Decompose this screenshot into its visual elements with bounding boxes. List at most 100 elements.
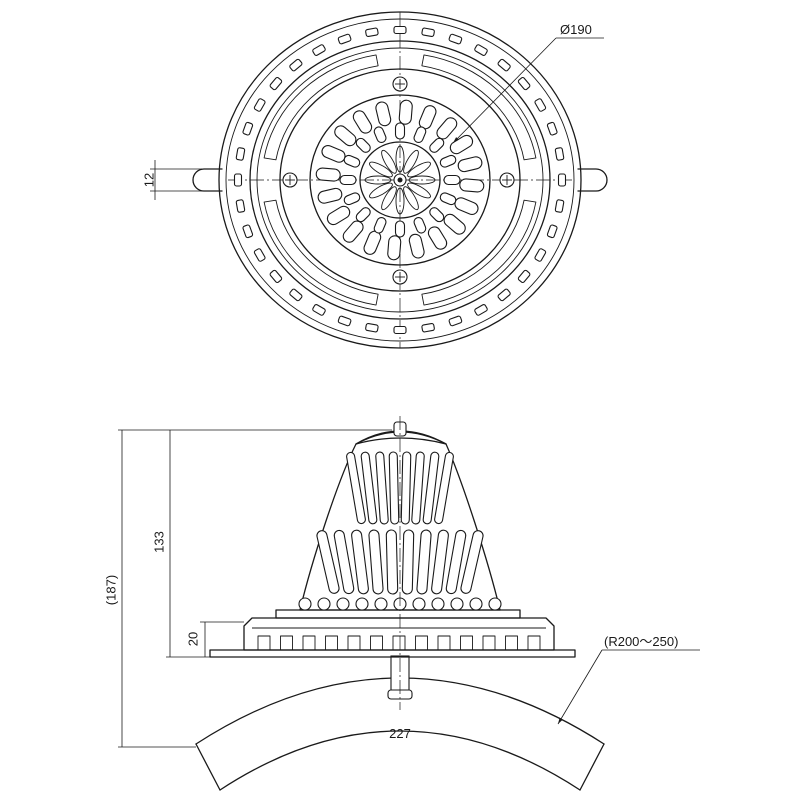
plan-dome-rib-outer bbox=[334, 125, 357, 147]
side-view: (187) 133 20 227 (R200～250) bbox=[103, 416, 700, 791]
plan-cap-petal bbox=[407, 182, 431, 199]
side-dome-slot bbox=[400, 451, 412, 525]
plan-cap-petal bbox=[408, 175, 436, 185]
radius-label: (R200～250) bbox=[604, 634, 678, 649]
side-flange-tooth bbox=[347, 635, 361, 650]
plan-right-tab bbox=[577, 168, 608, 192]
plan-ring-tooth bbox=[517, 269, 531, 283]
side-dome-slot bbox=[401, 529, 415, 595]
plan-dome-rib-inner bbox=[339, 174, 357, 186]
side-dome-slot bbox=[333, 529, 355, 595]
side-dome-knob bbox=[450, 597, 464, 611]
plan-dome-rib-outer bbox=[459, 178, 485, 193]
plan-screw-right bbox=[499, 172, 515, 188]
plan-tooth-ring bbox=[233, 25, 567, 335]
plan-dome-rib-inner bbox=[343, 154, 361, 168]
side-dome-slot bbox=[368, 529, 384, 595]
plan-dome-rib-inner bbox=[439, 154, 457, 168]
side-dome-knob bbox=[469, 597, 483, 611]
plan-ring-tooth bbox=[546, 224, 558, 239]
side-dome-slots-lower bbox=[316, 529, 484, 595]
side-dome-slot bbox=[360, 451, 378, 525]
side-dome-slot bbox=[422, 451, 440, 525]
side-dome-knob bbox=[488, 597, 502, 611]
plan-ring-tooth bbox=[365, 322, 379, 333]
side-dome-knob bbox=[374, 597, 388, 611]
side-flange-tooth bbox=[257, 635, 271, 650]
plan-view: Ø190 12 bbox=[141, 11, 608, 349]
plan-dome-rib-outer bbox=[454, 197, 479, 215]
side-flange-tooth bbox=[280, 635, 293, 650]
plan-ring-tooth bbox=[534, 98, 547, 112]
plan-dome-rib-outer bbox=[317, 187, 343, 204]
side-flange-tooth bbox=[437, 635, 451, 650]
plan-ring-tooth bbox=[242, 224, 254, 239]
plan-cap-petal bbox=[369, 161, 393, 178]
side-dome-knob bbox=[431, 597, 445, 611]
plan-ring-tooth bbox=[517, 77, 531, 91]
plan-ring-tooth bbox=[253, 98, 266, 112]
plan-dome-rib-outer bbox=[315, 167, 341, 182]
side-dome-slot bbox=[416, 529, 432, 595]
plan-dome-rib-inner bbox=[439, 192, 457, 206]
plan-dome-outline bbox=[309, 94, 491, 266]
plan-dome-rib-inner bbox=[343, 192, 361, 206]
plan-dome-rib-inner bbox=[443, 174, 461, 186]
plan-dome-rib-outer bbox=[408, 233, 425, 259]
flange-width-label: 12 bbox=[141, 173, 156, 187]
side-dome-knob bbox=[317, 597, 331, 611]
plan-inner-rim-2 bbox=[256, 47, 544, 313]
plan-ring-tooth bbox=[337, 315, 352, 327]
side-dome-knob bbox=[298, 597, 312, 611]
plan-dome-rib-outer bbox=[443, 213, 466, 235]
plan-ring-tooth bbox=[253, 248, 266, 262]
plan-ring-tooth bbox=[421, 322, 435, 333]
plan-screw-top bbox=[392, 76, 408, 92]
plan-ring-slot bbox=[421, 199, 537, 306]
plan-ring-slot bbox=[263, 199, 379, 306]
side-dome-base-knobs bbox=[298, 597, 502, 611]
plan-dome-rib-inner bbox=[355, 207, 371, 223]
plan-ring-tooth bbox=[474, 304, 488, 316]
plan-dome-rib-outer bbox=[375, 101, 392, 127]
plan-dome-rib-inner bbox=[413, 126, 427, 144]
plan-ring-tooth bbox=[448, 315, 463, 327]
diameter-leader-line bbox=[452, 37, 557, 144]
plan-cap-petal bbox=[395, 145, 405, 173]
side-flange-tooth bbox=[505, 635, 518, 650]
side-flange-tooth bbox=[527, 635, 541, 650]
plan-dome-rib-inner bbox=[355, 137, 371, 153]
overall-height-label: (187) bbox=[103, 575, 118, 605]
plan-dome-rib-outer bbox=[321, 145, 346, 163]
plan-outer-ring-inner bbox=[225, 18, 575, 342]
plan-ring-tooth bbox=[554, 147, 565, 161]
plan-dome-rib-inner bbox=[373, 126, 387, 144]
plan-ring-tooth bbox=[289, 58, 303, 72]
plan-dome-rib-outer bbox=[457, 156, 483, 173]
plan-inner-rim bbox=[249, 40, 551, 320]
side-dome-slots-upper bbox=[346, 451, 454, 525]
plan-ring-tooth bbox=[242, 121, 254, 136]
plan-ring-tooth bbox=[235, 147, 246, 161]
side-mount-lip bbox=[275, 609, 521, 619]
plan-ring-tooth bbox=[312, 304, 326, 316]
plan-ring-tooth bbox=[474, 44, 488, 56]
plan-dome-outer-ribs bbox=[315, 99, 485, 261]
side-flange-tooth bbox=[325, 635, 338, 650]
width-label: 227 bbox=[389, 726, 411, 741]
plan-screw-bottom bbox=[392, 269, 408, 285]
plan-cap-petal bbox=[381, 186, 397, 211]
plan-ring-tooth bbox=[557, 173, 567, 187]
plan-dome-rib-inner bbox=[373, 216, 387, 234]
plan-dome-rib-outer bbox=[449, 134, 474, 155]
plan-cap-petals bbox=[364, 145, 436, 215]
side-dome-slot bbox=[351, 529, 369, 595]
side-dome-slot bbox=[316, 530, 340, 594]
roof-curve-inner bbox=[219, 730, 581, 791]
side-dome-slot bbox=[411, 451, 425, 525]
side-flange-tooth bbox=[460, 635, 473, 650]
plan-ring-tooth bbox=[448, 33, 463, 45]
plan-ring-tooth bbox=[534, 248, 547, 262]
side-dome-slot bbox=[445, 529, 467, 595]
plan-cap-petal bbox=[407, 161, 431, 178]
